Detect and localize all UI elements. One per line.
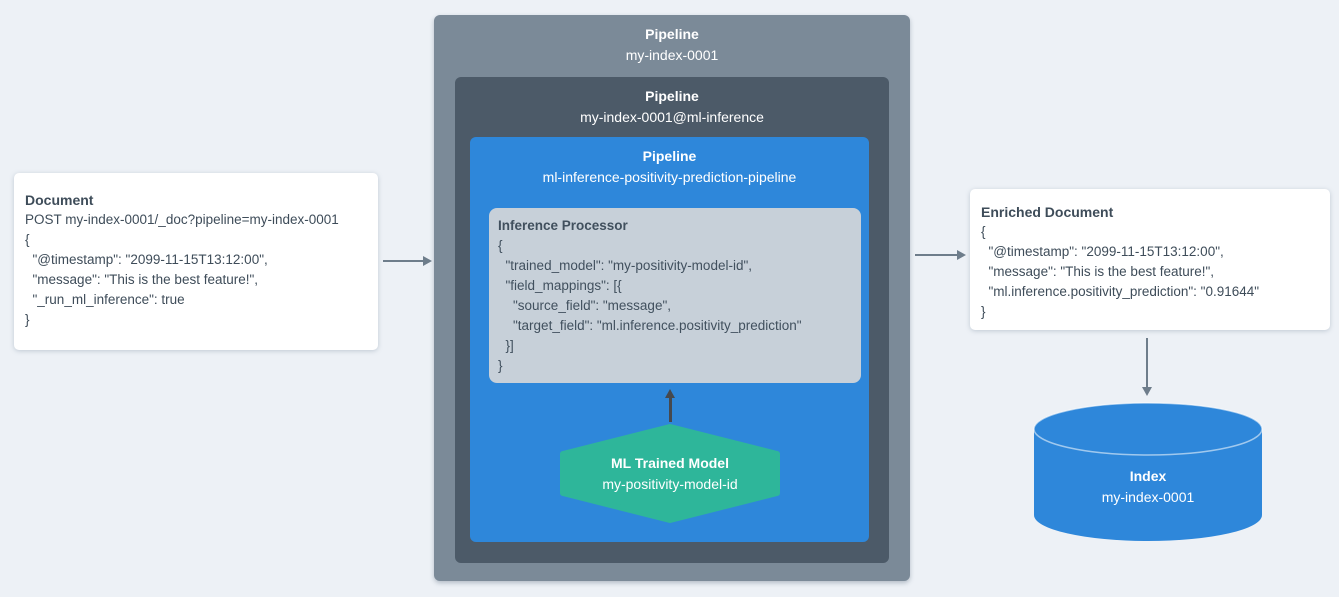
ml-pipeline-name: my-index-0001@ml-inference <box>580 109 764 125</box>
arrow-document-to-pipeline <box>383 256 432 266</box>
ml-inference-pipeline-box: Pipeline my-index-0001@ml-inference Pipe… <box>455 77 889 563</box>
enriched-card-title: Enriched Document <box>981 204 1114 220</box>
enriched-code-line: { <box>981 224 986 239</box>
outer-pipeline-label: Pipeline <box>645 26 699 42</box>
trained-model-name: my-positivity-model-id <box>602 476 738 492</box>
outer-pipeline-name: my-index-0001 <box>625 47 719 63</box>
document-code-line: "@timestamp": "2099-11-15T13:12:00", <box>25 252 268 267</box>
inference-processor-box: Inference Processor { "trained_model": "… <box>489 208 861 383</box>
inference-pipeline-box: Pipeline ml-inference-positivity-predict… <box>470 137 869 542</box>
inference-pipeline-header: Pipeline ml-inference-positivity-predict… <box>470 137 869 188</box>
document-code-line: "message": "This is the best feature!", <box>25 272 259 287</box>
document-code-line: } <box>25 312 30 327</box>
index-text: Index my-index-0001 <box>1033 466 1263 508</box>
enriched-code-line: "ml.inference.positivity_prediction": "0… <box>981 284 1260 299</box>
processor-code-line: "target_field": "ml.inference.positivity… <box>498 318 802 333</box>
document-code-line: "_run_ml_inference": true <box>25 292 185 307</box>
arrow-model-to-processor <box>665 389 675 422</box>
inference-pipeline-label: Pipeline <box>642 148 697 164</box>
document-card-title: Document <box>25 192 94 208</box>
processor-code-line: "trained_model": "my-positivity-model-id… <box>498 258 753 273</box>
processor-code-line: "field_mappings": [{ <box>498 278 622 293</box>
hexagon-shape-icon <box>560 424 780 523</box>
enriched-document-card: Enriched Document { "@timestamp": "2099-… <box>970 189 1330 330</box>
index-cylinder: Index my-index-0001 <box>1033 402 1263 542</box>
inference-pipeline-name: ml-inference-positivity-prediction-pipel… <box>542 169 797 185</box>
processor-code-line: "source_field": "message", <box>498 298 671 313</box>
enriched-code-line: } <box>981 304 986 319</box>
processor-code-line: { <box>498 238 503 253</box>
ml-pipeline-header: Pipeline my-index-0001@ml-inference <box>455 77 889 128</box>
arrow-pipeline-to-enriched <box>915 250 966 260</box>
trained-model-title: ML Trained Model <box>611 455 729 471</box>
trained-model-hexagon: ML Trained Model my-positivity-model-id <box>559 424 781 523</box>
index-name: my-index-0001 <box>1101 489 1195 505</box>
outer-pipeline-header: Pipeline my-index-0001 <box>434 15 910 66</box>
trained-model-text: ML Trained Model my-positivity-model-id <box>559 453 781 495</box>
cylinder-shape-icon <box>1033 402 1263 541</box>
processor-code-line: } <box>498 358 503 373</box>
ml-pipeline-label: Pipeline <box>645 88 699 104</box>
arrow-enriched-to-index <box>1142 338 1152 396</box>
enriched-code-line: "message": "This is the best feature!", <box>981 264 1215 279</box>
document-code-line: POST my-index-0001/_doc?pipeline=my-inde… <box>25 212 339 227</box>
enriched-code-line: "@timestamp": "2099-11-15T13:12:00", <box>981 244 1224 259</box>
processor-code-line: }] <box>498 338 514 353</box>
document-code-line: { <box>25 232 30 247</box>
inference-processor-title: Inference Processor <box>498 218 628 233</box>
index-label: Index <box>1129 468 1167 484</box>
outer-pipeline-box: Pipeline my-index-0001 Pipeline my-index… <box>434 15 910 581</box>
document-card: Document POST my-index-0001/_doc?pipelin… <box>14 173 378 350</box>
